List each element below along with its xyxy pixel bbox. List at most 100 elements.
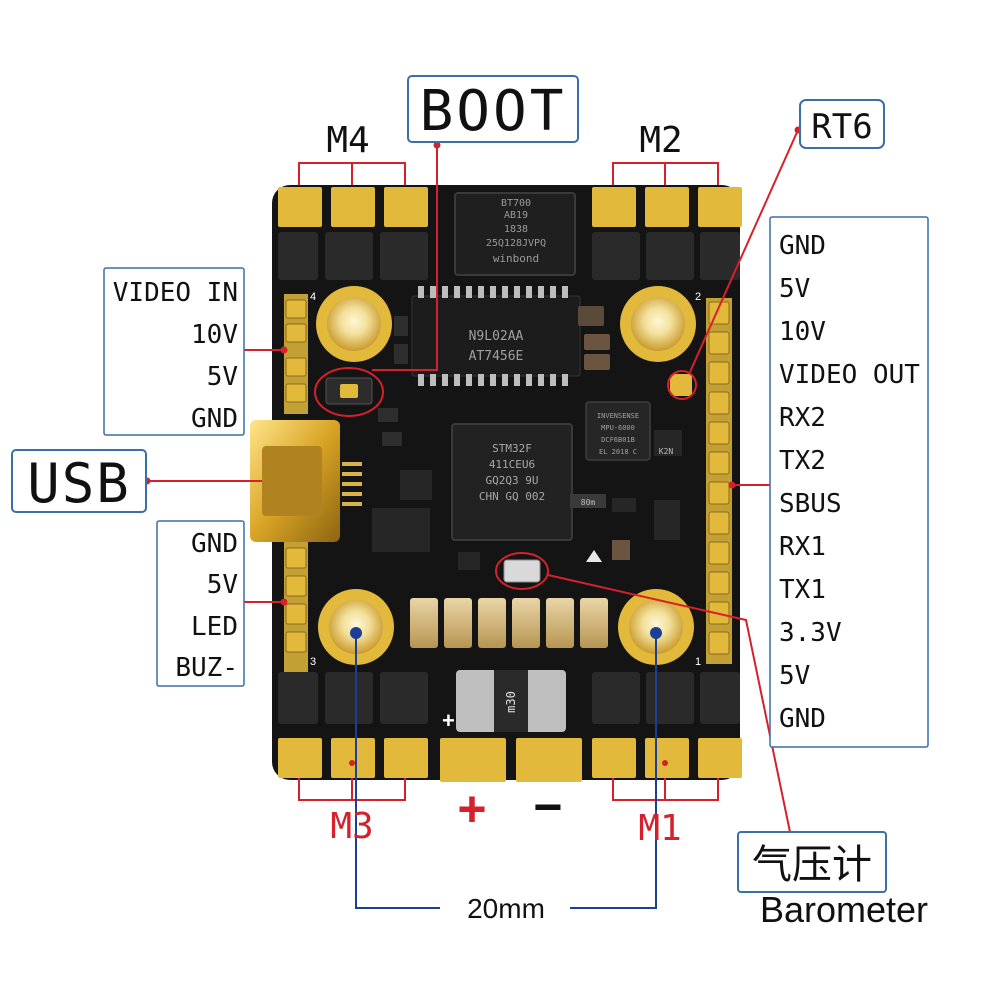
mount-spacing-line [355,638,657,909]
right-pin-5: RX2 [779,403,826,433]
mcu-line-3: GQ2Q3 9U [486,474,539,487]
usb-label-box [11,449,147,513]
m1-pad-3 [698,738,742,778]
battery-negative-pad [516,738,582,782]
imu-line-1: INVENSENSE [597,412,639,420]
left-top-pin-3: 5V [207,362,238,392]
imu-chip: INVENSENSE MPU-6000 DCF6B01B EL 2018 C [585,401,651,461]
right-pin-6: TX2 [779,446,826,476]
right-pin-12: GND [779,704,826,734]
barometer-label-cn: 气压计 [752,843,872,887]
m2-label: M2 [639,120,682,161]
left-top-pin-4: GND [191,404,238,434]
rt6-label: RT6 [811,107,872,147]
capacitor-row [410,598,608,648]
pad-number-2: 2 [695,291,701,303]
barometer-sensor [503,559,541,583]
flight-controller-board: + winbond 25Q128JVPQ 1838 AB19 BT700 [250,185,742,782]
rt6-label-box [799,99,885,149]
right-pin-2: 5V [779,274,810,304]
boot-label: BOOT [420,79,567,144]
m2-pad-2 [645,187,689,227]
mcu-line-4: CHN GQ 002 [479,490,545,503]
right-pin-10: 3.3V [779,618,842,648]
mount-spacing-label: 20mm [467,893,545,924]
mcu-line-2: 411CEU6 [489,458,535,471]
left-top-pin-1: VIDEO IN [113,278,238,308]
pad-number-4: 4 [310,291,316,303]
left-bottom-pin-box [156,520,245,687]
mcu-line-1: STM32F [492,442,532,455]
imu-line-4: EL 2018 C [599,448,637,456]
m4-pad-1 [278,187,322,227]
imu-line-2: MPU-6000 [601,424,635,432]
right-pin-11: 5V [779,661,810,691]
m4-label: M4 [326,120,369,161]
usb-label: USB [27,452,131,515]
barometer-label-box [737,831,887,893]
rt6-pad [670,374,692,396]
right-pin-4: VIDEO OUT [779,360,920,390]
spacing-arrow-left [350,627,362,639]
left-bottom-pin-1: GND [191,529,238,559]
flash-lot: AB19 [504,210,528,221]
osd-lot: N9L02AA [469,329,524,344]
m2-motor-pads [592,187,742,227]
m3-pad-1 [278,738,322,778]
m4-motor-pads [278,187,428,227]
right-pin-1: GND [779,231,826,261]
osd-chip: AT7456E N9L02AA [411,286,581,386]
callout-lines [147,129,799,833]
flash-chip: winbond 25Q128JVPQ 1838 AB19 BT700 [454,192,576,276]
small-components: 80m K2N [372,306,682,570]
left-bottom-pin-3: LED [191,612,238,642]
m1-pad-1 [592,738,636,778]
mounting-holes: 1 2 3 4 [310,286,701,668]
pad-number-3: 3 [310,656,316,668]
inductor: m30 [456,670,566,732]
flash-code: BT700 [501,198,531,209]
inductor-marking: m30 [504,691,518,713]
board-plus-silk: + [442,708,455,733]
esc-mosfets-top [278,232,740,280]
boot-button [325,377,373,405]
right-pin-box [769,216,929,748]
left-bottom-pin-4: BUZ- [175,653,238,683]
m3-pad-2 [331,738,375,778]
m2-pad-3 [698,187,742,227]
m1-label: M1 [638,808,681,849]
mcu-chip: STM32F 411CEU6 GQ2Q3 9U CHN GQ 002 [451,423,573,541]
right-pin-7: SBUS [779,489,842,519]
boot-label-box [407,75,579,143]
usb-connector [250,420,362,542]
m1-motor-pads [592,738,742,778]
left-top-pin-header [284,294,308,414]
imu-line-3: DCF6B01B [601,436,635,444]
m4-pad-2 [331,187,375,227]
left-top-pin-box [103,267,245,436]
flash-brand: winbond [493,252,539,265]
battery-plus-label: + [457,781,486,837]
osd-part: AT7456E [469,349,524,364]
left-top-pin-2: 10V [191,320,238,350]
flash-part: 25Q128JVPQ [486,238,546,249]
m3-motor-pads [278,738,428,778]
m4-pad-3 [384,187,428,227]
flash-date: 1838 [504,224,528,235]
m2-pad-1 [592,187,636,227]
led-marking: 80m [581,498,596,507]
m3-label: M3 [330,806,373,847]
right-pin-3: 10V [779,317,826,347]
pad-number-1: 1 [695,656,701,668]
esc-mosfets-bottom [278,672,740,724]
left-bottom-pin-2: 5V [207,570,238,600]
battery-minus-label: − [533,779,562,835]
k2n-marking: K2N [659,447,674,456]
battery-positive-pad [440,738,506,782]
m1-pad-2 [645,738,689,778]
right-pin-9: TX1 [779,575,826,605]
right-pin-8: RX1 [779,532,826,562]
barometer-label-en: Barometer [760,889,928,930]
